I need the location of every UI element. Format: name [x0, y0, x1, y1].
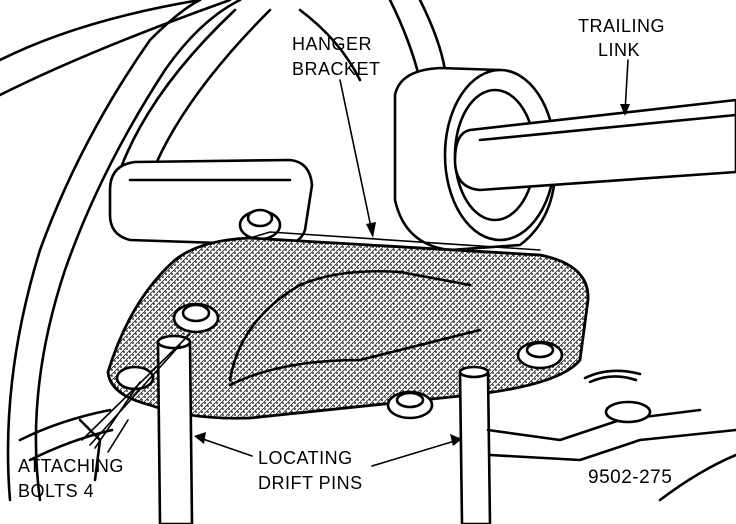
figure-number: 9502-275: [588, 467, 672, 488]
leader-lines: [81, 59, 630, 467]
vehicle-body-lines: [0, 0, 447, 502]
bolt-bottom: [386, 390, 434, 420]
label-trailing-link-1: TRAILING: [578, 16, 665, 36]
upper-arm: [108, 158, 314, 247]
label-locating-pins-2: DRIFT PINS: [258, 473, 363, 493]
label-attaching-bolts-1: ATTACHING: [18, 456, 124, 476]
label-hanger-bracket-1: HANGER: [292, 34, 372, 54]
locating-drift-pins: [156, 334, 492, 524]
label-attaching-bolts-2: BOLTS 4: [18, 481, 94, 501]
label-locating-pins-1: LOCATING: [258, 448, 353, 468]
label-hanger-bracket-2: BRACKET: [292, 59, 381, 79]
attaching-bolts: [115, 302, 564, 420]
bolt-left: [115, 365, 155, 391]
trailing-link: [393, 66, 736, 252]
bolt-top: [172, 302, 220, 334]
bolt-right: [516, 340, 564, 370]
label-trailing-link-2: LINK: [598, 40, 640, 60]
